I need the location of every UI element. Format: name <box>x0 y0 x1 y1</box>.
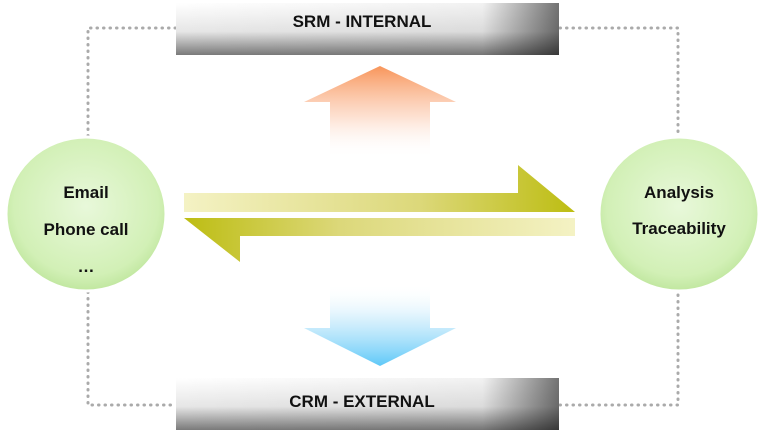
connector-left-top <box>86 26 178 138</box>
left-circle-line-1: Email <box>63 183 108 202</box>
flow-arrow-right <box>184 165 575 212</box>
top-bar: SRM - INTERNAL <box>176 3 559 55</box>
top-bar-label: SRM - INTERNAL <box>293 12 432 31</box>
connector-right-top <box>558 26 680 138</box>
dotted-connectors <box>86 26 680 407</box>
connector-right-bottom <box>558 290 680 407</box>
flow-arrow-left <box>184 218 575 262</box>
right-circle: Analysis Traceability <box>597 135 761 293</box>
right-circle-line-1: Analysis <box>644 183 714 202</box>
connector-left-bottom <box>86 290 178 407</box>
down-arrow <box>304 284 456 366</box>
bottom-bar-label: CRM - EXTERNAL <box>289 392 434 411</box>
up-arrow <box>304 66 456 158</box>
left-circle: Email Phone call … <box>4 135 168 293</box>
left-circle-line-2: Phone call <box>43 220 128 239</box>
left-circle-line-3: … <box>78 257 95 276</box>
bottom-bar: CRM - EXTERNAL <box>176 378 559 430</box>
right-circle-line-2: Traceability <box>632 219 726 238</box>
